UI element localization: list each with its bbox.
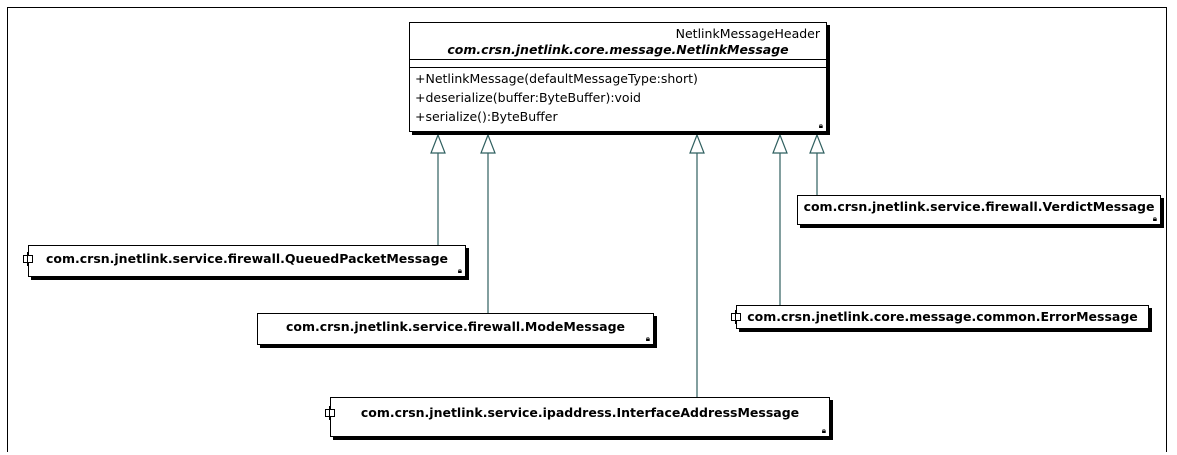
operation-constructor: +NetlinkMessage(defaultMessageType:short… [415, 71, 698, 86]
class-interface-address-message[interactable]: com.crsn.jnetlink.service.ipaddress.Inte… [325, 397, 830, 437]
class-verdict-message[interactable]: com.crsn.jnetlink.service.firewall.Verdi… [797, 195, 1161, 225]
diagram-frame [7, 7, 1167, 452]
operation-serialize: +serialize():ByteBuffer [415, 109, 558, 124]
component-icon [731, 310, 741, 324]
class-name: com.crsn.jnetlink.service.firewall.Verdi… [803, 199, 1155, 214]
class-name: com.crsn.jnetlink.core.message.common.Er… [747, 309, 1138, 324]
arrowhead-mode [480, 133, 496, 154]
lock-icon: 🔒︎ [818, 121, 823, 130]
stereotype-label: NetlinkMessageHeader [675, 26, 820, 41]
operations-list: +NetlinkMessage(defaultMessageType:short… [415, 69, 698, 126]
arrowhead-error [772, 133, 788, 154]
class-name: com.crsn.jnetlink.service.firewall.Queue… [45, 251, 449, 266]
operation-deserialize: +deserialize(buffer:ByteBuffer):void [415, 90, 641, 105]
lock-icon: 🔒︎ [645, 334, 650, 343]
class-netlink-message[interactable]: NetlinkMessageHeader com.crsn.jnetlink.c… [409, 22, 827, 132]
class-name: com.crsn.jnetlink.service.ipaddress.Inte… [360, 405, 800, 420]
lock-icon: 🔒︎ [457, 266, 462, 275]
arrowhead-queued [430, 133, 446, 154]
component-icon [23, 252, 33, 266]
attributes-divider [410, 59, 826, 60]
lock-icon: 🔒︎ [821, 426, 826, 435]
operations-divider [410, 67, 826, 68]
class-error-message[interactable]: com.crsn.jnetlink.core.message.common.Er… [731, 305, 1149, 329]
class-mode-message[interactable]: com.crsn.jnetlink.service.firewall.ModeM… [257, 313, 654, 345]
class-queued-packet-message[interactable]: com.crsn.jnetlink.service.firewall.Queue… [23, 245, 466, 277]
lock-icon: 🔒︎ [1152, 214, 1157, 223]
component-icon [325, 406, 335, 420]
class-name: com.crsn.jnetlink.core.message.NetlinkMe… [447, 42, 789, 57]
arrowhead-verdict [809, 133, 825, 154]
arrowhead-iface [689, 133, 705, 154]
class-name: com.crsn.jnetlink.service.firewall.ModeM… [285, 319, 626, 334]
